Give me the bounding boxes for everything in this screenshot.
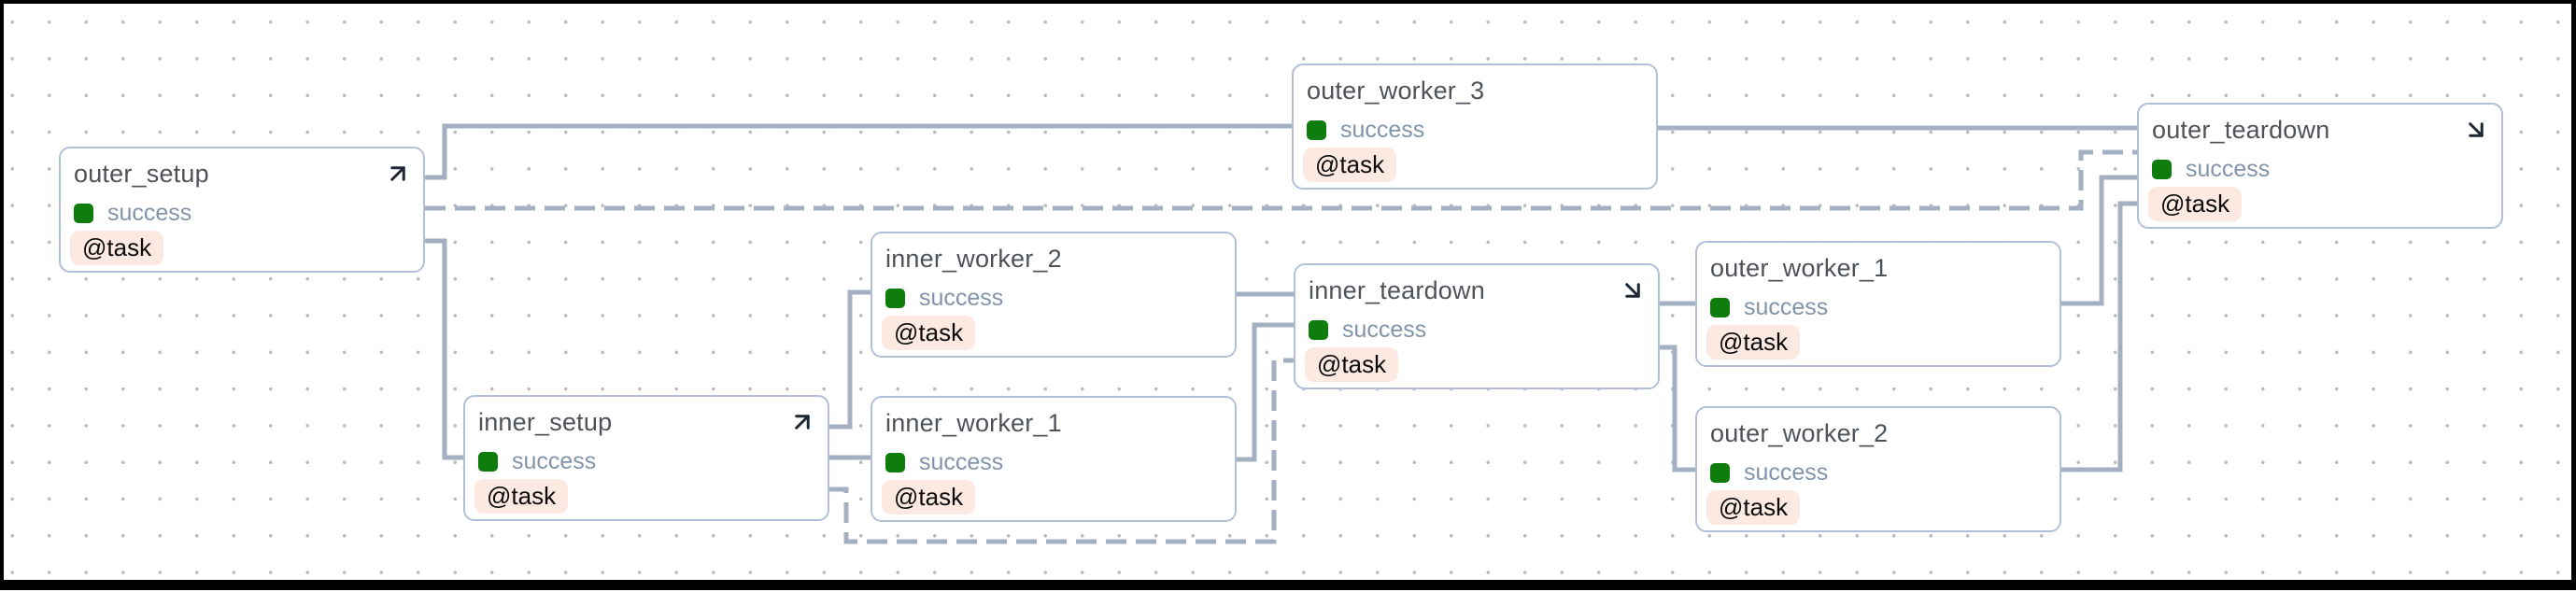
- status-label: success: [919, 284, 1004, 311]
- success-status-icon: [74, 203, 93, 223]
- task-name: outer_teardown: [2152, 116, 2330, 144]
- task-decorator-badge: @task: [882, 480, 976, 514]
- setup-arrow-icon: [384, 160, 412, 188]
- success-status-icon: [2152, 159, 2172, 179]
- success-status-icon: [1309, 319, 1328, 340]
- status-label: success: [1744, 293, 1829, 320]
- task-node-outer_worker_1[interactable]: outer_worker_1 success @task: [1695, 241, 2061, 367]
- task-name: outer_setup: [74, 160, 209, 188]
- teardown-arrow-icon: [1619, 276, 1647, 304]
- edge-inner_setup-inner_teardown: [829, 358, 1294, 544]
- task-decorator-badge: @task: [882, 316, 976, 350]
- task-name: outer_worker_2: [1710, 419, 1889, 447]
- task-decorator-badge: @task: [1706, 490, 1801, 525]
- task-node-outer_setup[interactable]: outer_setup success @task: [59, 147, 425, 273]
- status-label: success: [512, 447, 597, 474]
- success-status-icon: [1710, 297, 1730, 317]
- edge-outer_setup-outer_worker_3: [425, 123, 1292, 180]
- task-name: outer_worker_3: [1307, 77, 1485, 105]
- edge-outer_worker_1-outer_teardown: [2061, 175, 2137, 306]
- task-decorator-badge: @task: [1303, 148, 1397, 182]
- edge-inner_setup-inner_worker_2: [829, 289, 870, 430]
- status-label: success: [1340, 116, 1425, 143]
- task-name: inner_worker_2: [885, 245, 1062, 273]
- task-node-outer_worker_2[interactable]: outer_worker_2 success @task: [1695, 406, 2061, 532]
- teardown-arrow-icon: [2462, 116, 2490, 144]
- task-node-inner_worker_2[interactable]: inner_worker_2 success @task: [870, 232, 1237, 358]
- task-name: inner_worker_1: [885, 409, 1062, 437]
- task-decorator-badge: @task: [2148, 187, 2243, 221]
- status-label: success: [1744, 458, 1829, 486]
- task-decorator-badge: @task: [1706, 325, 1801, 359]
- edge-inner_teardown-outer_worker_2: [1660, 345, 1695, 472]
- success-status-icon: [478, 451, 498, 472]
- success-status-icon: [1307, 120, 1326, 140]
- task-node-outer_worker_3[interactable]: outer_worker_3 success @task: [1292, 63, 1658, 190]
- task-decorator-badge: @task: [474, 479, 569, 514]
- task-name: inner_teardown: [1309, 276, 1485, 304]
- edge-outer_setup-inner_setup: [425, 238, 463, 460]
- status-label: success: [2186, 155, 2271, 182]
- task-name: outer_worker_1: [1710, 254, 1889, 282]
- task-node-outer_teardown[interactable]: outer_teardown success @task: [2137, 103, 2503, 229]
- success-status-icon: [885, 288, 905, 308]
- status-label: success: [919, 448, 1004, 475]
- task-node-inner_worker_1[interactable]: inner_worker_1 success @task: [870, 396, 1237, 522]
- success-status-icon: [885, 452, 905, 472]
- task-name: inner_setup: [478, 408, 613, 436]
- status-label: success: [1342, 316, 1427, 343]
- edge-inner_worker_1-inner_teardown: [1237, 322, 1294, 462]
- task-node-inner_teardown[interactable]: inner_teardown success @task: [1294, 263, 1660, 389]
- success-status-icon: [1710, 462, 1730, 483]
- setup-arrow-icon: [788, 408, 816, 436]
- status-label: success: [107, 199, 192, 226]
- task-node-inner_setup[interactable]: inner_setup success @task: [463, 395, 829, 521]
- task-decorator-badge: @task: [1305, 347, 1399, 382]
- edge-outer_worker_2-outer_teardown: [2061, 201, 2137, 472]
- edge-outer_setup-outer_teardown: [425, 149, 2137, 211]
- task-decorator-badge: @task: [70, 231, 164, 265]
